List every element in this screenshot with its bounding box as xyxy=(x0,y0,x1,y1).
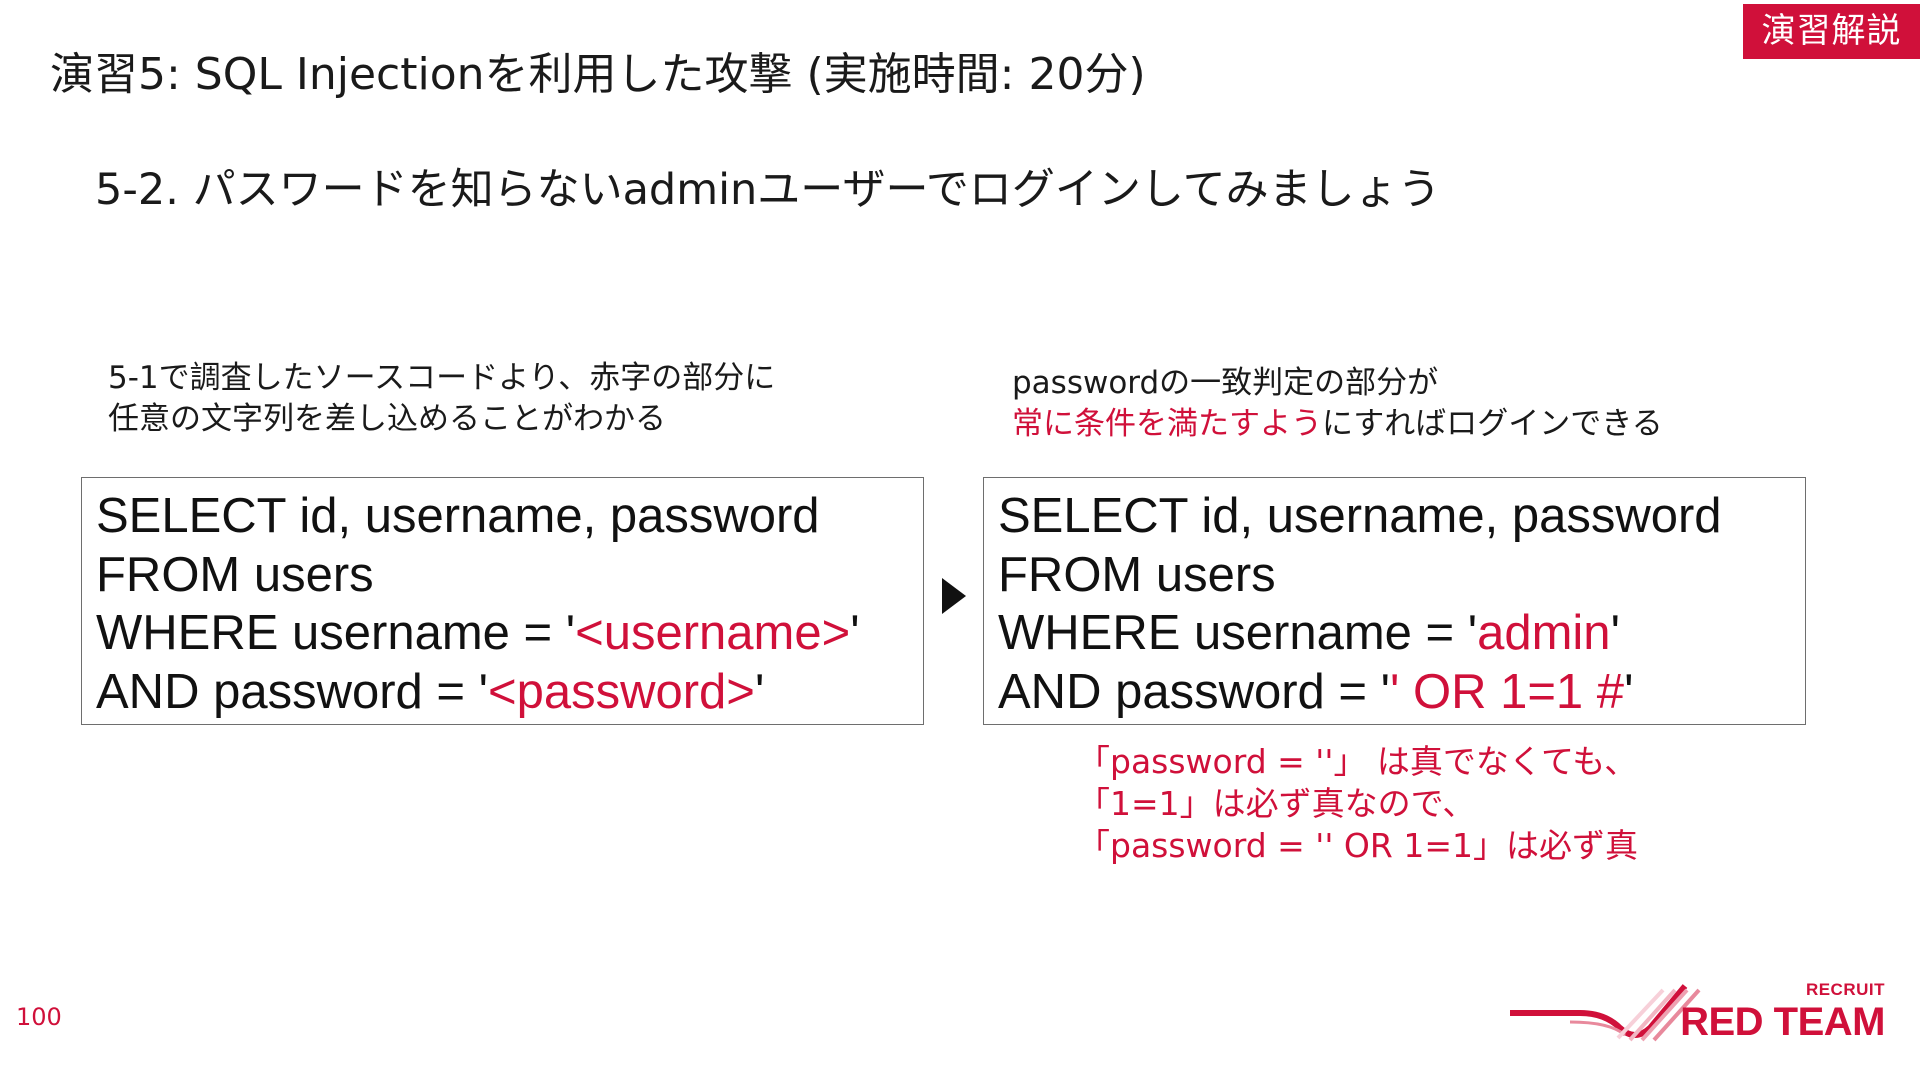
original-query-box: SELECT id, username, password FROM users… xyxy=(81,477,924,725)
password-placeholder: <password> xyxy=(487,664,755,719)
left-note-line-1: 5-1で調査したソースコードより、赤字の部分に xyxy=(108,360,776,396)
explanation-line-1: 「password = ''」 は真でなくても、 xyxy=(1077,742,1638,781)
right-note: passwordの一致判定の部分が 常に条件を満たすようにすればログインできる xyxy=(1012,363,1663,445)
query-line-select: SELECT id, username, password xyxy=(96,489,820,543)
play-arrow-icon xyxy=(942,578,966,614)
where-prefix: WHERE username = ' xyxy=(998,606,1478,660)
query-line-and: AND password = '<password>' xyxy=(96,663,909,722)
query-line-where: WHERE username = '<username>' xyxy=(96,604,909,663)
section-badge: 演習解説 xyxy=(1743,4,1920,59)
logo-swoosh-icon xyxy=(1510,984,1701,1042)
right-note-line-2-rest: にすればログインできる xyxy=(1322,406,1663,442)
right-note-highlight: 常に条件を満たすよう xyxy=(1012,406,1322,442)
explanation-line-2: 「1=1」は必ず真なので、 xyxy=(1077,784,1476,823)
username-placeholder: <username> xyxy=(575,606,851,660)
page-subtitle: 5-2. パスワードを知らないadminユーザーでログインしてみましょう xyxy=(95,165,1441,215)
and-suffix: ' xyxy=(754,664,765,719)
and-prefix: AND password = ' xyxy=(96,664,488,719)
where-suffix: ' xyxy=(1610,606,1620,660)
right-note-line-2: 常に条件を満たすようにすればログインできる xyxy=(1012,404,1663,445)
query-line-select: SELECT id, username, password xyxy=(998,489,1722,543)
right-note-line-1: passwordの一致判定の部分が xyxy=(1012,365,1439,401)
query-line-and: AND password = '' OR 1=1 #' xyxy=(998,663,1791,722)
where-suffix: ' xyxy=(850,606,860,660)
and-suffix: ' xyxy=(1624,664,1634,719)
recruit-red-team-logo: RECRUIT RED TEAM xyxy=(1510,980,1895,1050)
left-note-line-2: 任意の文字列を差し込めることがわかる xyxy=(108,401,666,437)
logo-small-text: RECRUIT xyxy=(1805,980,1885,999)
injected-query-box: SELECT id, username, password FROM users… xyxy=(983,477,1806,725)
query-line-where: WHERE username = 'admin' xyxy=(998,604,1791,663)
where-prefix: WHERE username = ' xyxy=(96,606,576,660)
query-line-from: FROM users xyxy=(96,547,374,602)
injected-username: admin xyxy=(1477,606,1611,660)
explanation-line-3: 「password = '' OR 1=1」は必ず真 xyxy=(1077,826,1638,865)
left-note: 5-1で調査したソースコードより、赤字の部分に 任意の文字列を差し込めることがわ… xyxy=(108,358,775,440)
and-prefix: AND password = ' xyxy=(998,664,1390,719)
logo-big-text: RED TEAM xyxy=(1680,1000,1885,1044)
explanation-text: 「password = ''」 は真でなくても、 「1=1」は必ず真なので、 「… xyxy=(1077,741,1638,867)
query-line-from: FROM users xyxy=(998,547,1276,602)
page-number: 100 xyxy=(16,1003,62,1031)
page-title: 演習5: SQL Injectionを利用した攻撃 (実施時間: 20分) xyxy=(50,49,1146,100)
injected-password: ' OR 1=1 # xyxy=(1389,664,1625,719)
